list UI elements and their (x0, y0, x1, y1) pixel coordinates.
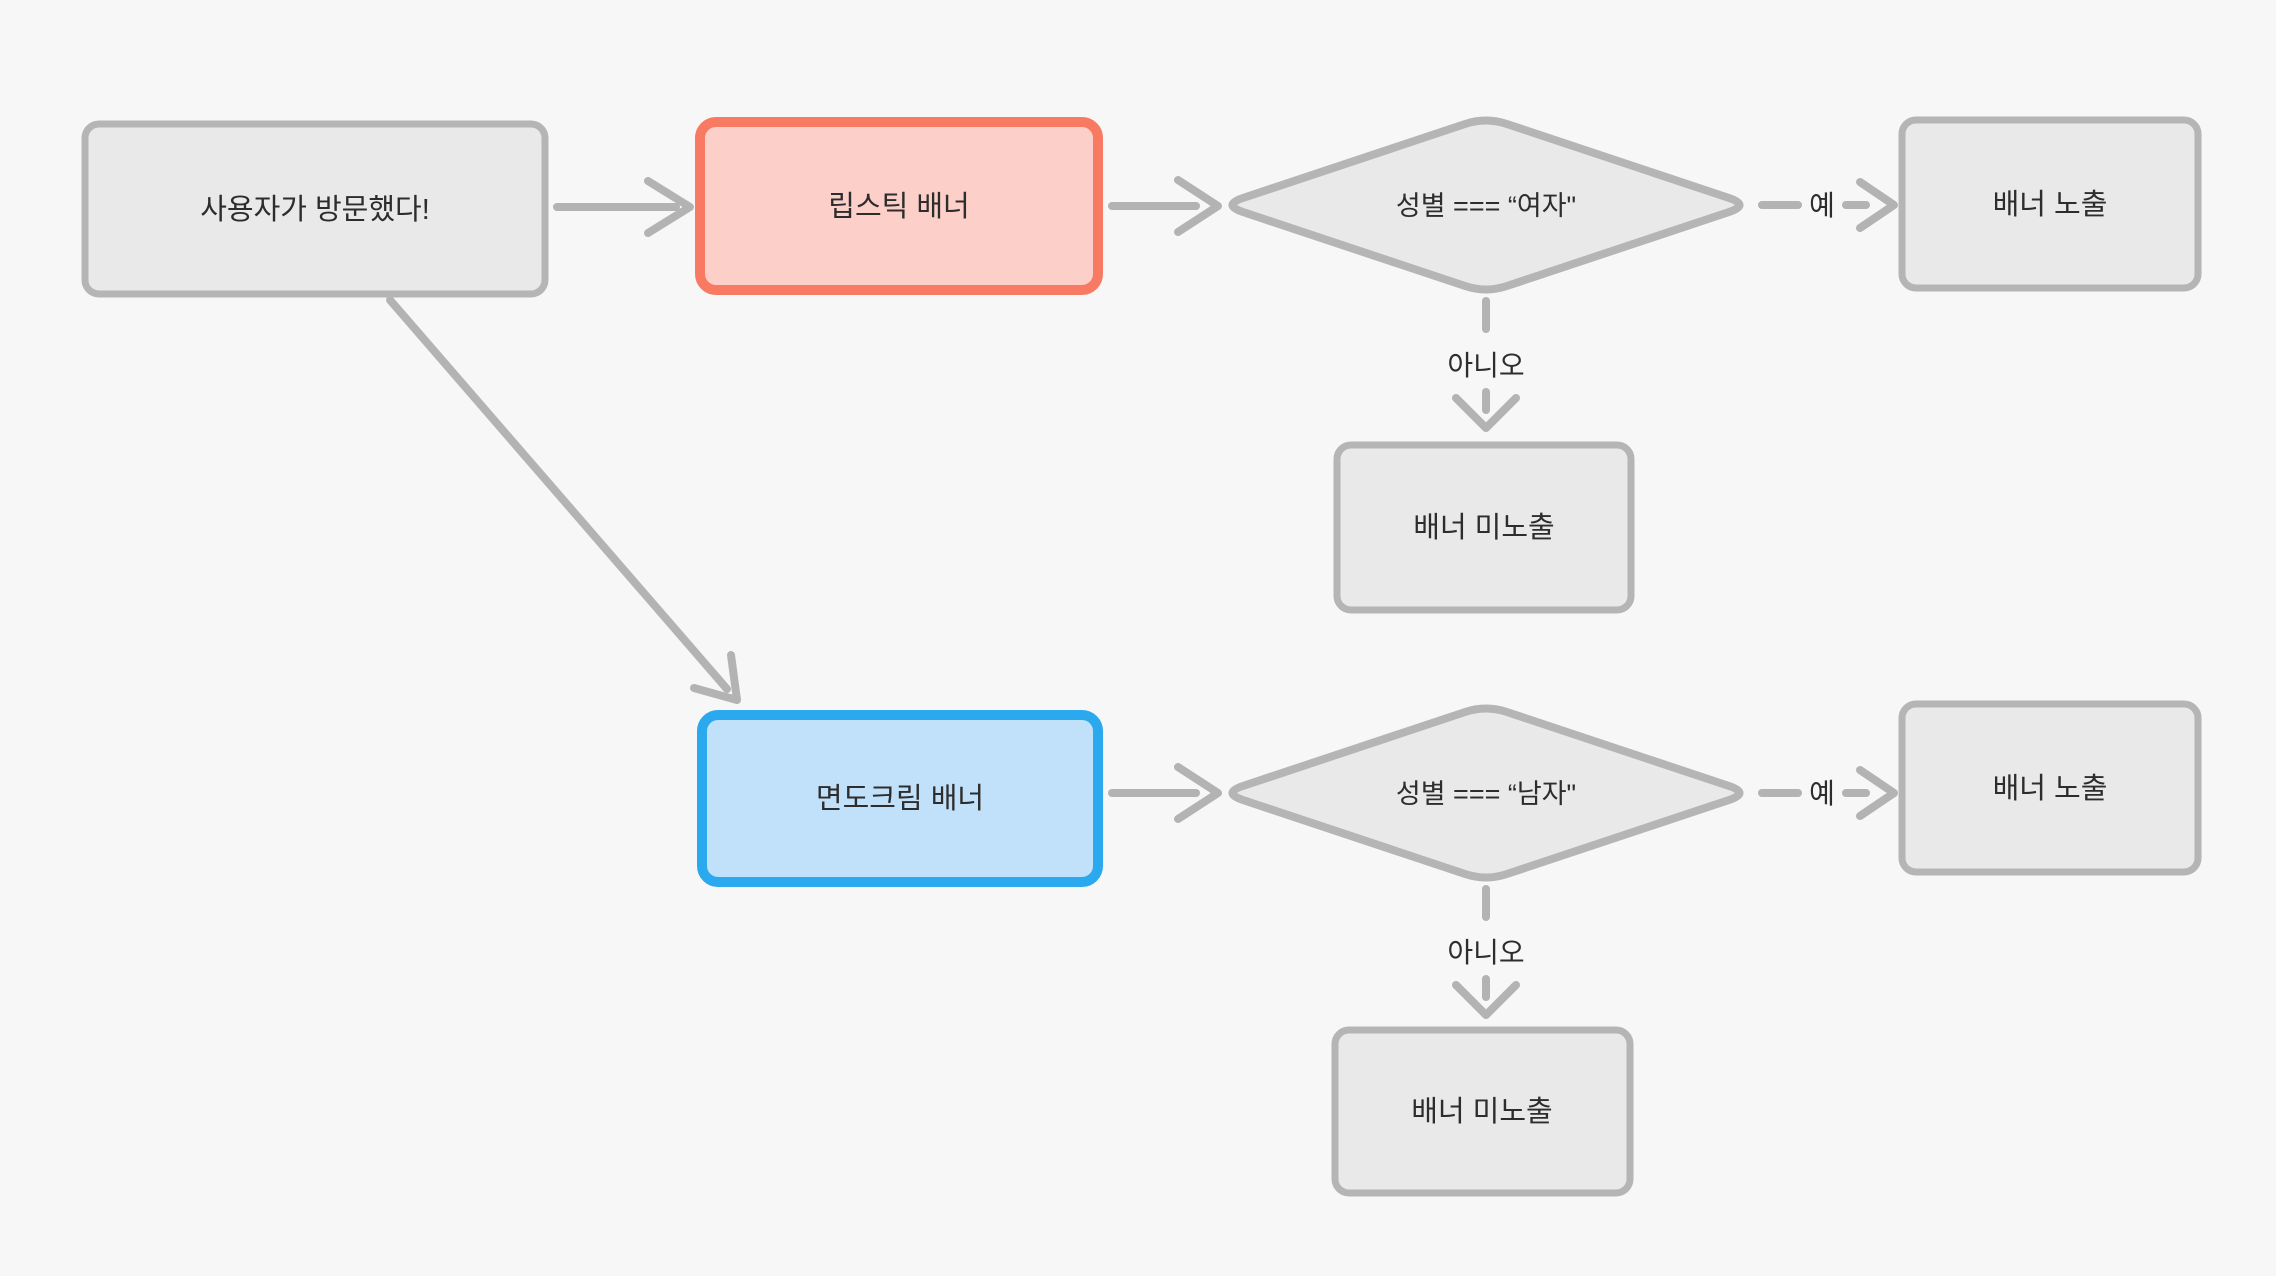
node-banner-shown-female-box[interactable] (1898, 116, 2202, 292)
edge-no-male: 아니오 (1447, 885, 1525, 1019)
node-shaving-cream-banner-label: 면도크림 배너 (816, 782, 984, 815)
node-banner-shown-male-box[interactable] (1898, 700, 2202, 876)
node-cond-female-label: 성별 === “여자" (1396, 191, 1576, 221)
node-start[interactable]: 사용자가 방문했다! (81, 120, 549, 298)
node-lipstick-banner[interactable]: 립스틱 배너 (695, 117, 1103, 295)
arrowhead-icon (1174, 176, 1222, 236)
node-banner-shown-male-label: 배너 노출 (1993, 772, 2108, 805)
arrowhead-icon (1452, 394, 1520, 432)
node-banner-hidden-female-box[interactable] (1333, 441, 1635, 614)
arrowhead-icon (1174, 763, 1222, 823)
node-banner-shown-female-label: 배너 노출 (1993, 188, 2108, 221)
arrowhead-icon (1856, 178, 1898, 232)
node-lipstick-banner-box[interactable] (695, 117, 1103, 295)
arrowhead-icon (1452, 981, 1520, 1019)
node-shaving-cream-banner-box[interactable] (697, 710, 1103, 887)
edge-yes-male: 예 (1758, 766, 1898, 820)
node-cond-female-diamond[interactable] (1228, 116, 1744, 294)
node-cond-female[interactable]: 성별 === “여자" (1228, 116, 1744, 294)
edge-shaving-to-cond-male (1108, 763, 1222, 823)
node-banner-hidden-male-label: 배너 미노출 (1411, 1095, 1552, 1128)
arrowhead-icon (1856, 766, 1898, 820)
edge-start-to-shaving (386, 296, 741, 704)
edge-no-female: 아니오 (1447, 297, 1525, 432)
arrowhead-icon (690, 651, 741, 704)
node-banner-hidden-female[interactable]: 배너 미노출 (1333, 441, 1635, 614)
edge-label-no: 아니오 (1447, 350, 1524, 381)
node-banner-hidden-female-label: 배너 미노출 (1413, 511, 1554, 544)
edge-label-no: 아니오 (1447, 937, 1524, 968)
node-shaving-cream-banner[interactable]: 면도크림 배너 (697, 710, 1103, 887)
edge-lipstick-to-cond-female (1108, 176, 1222, 236)
node-cond-male[interactable]: 성별 === “남자" (1228, 704, 1744, 882)
edge-start-to-lipstick (553, 177, 694, 237)
node-start-label: 사용자가 방문했다! (200, 194, 430, 226)
arrowhead-icon (644, 177, 694, 237)
node-banner-hidden-male-box[interactable] (1331, 1026, 1634, 1197)
edge-label-yes: 예 (1809, 190, 1835, 221)
edge-label-yes: 예 (1809, 778, 1835, 809)
edge-yes-female: 예 (1758, 178, 1898, 232)
node-cond-male-diamond[interactable] (1228, 704, 1744, 882)
node-banner-shown-female[interactable]: 배너 노출 (1898, 116, 2202, 292)
node-cond-male-label: 성별 === “남자" (1396, 779, 1576, 809)
node-lipstick-banner-label: 립스틱 배너 (828, 190, 969, 223)
node-banner-hidden-male[interactable]: 배너 미노출 (1331, 1026, 1634, 1197)
node-start-box[interactable] (81, 120, 549, 298)
edge-line (386, 296, 731, 693)
node-banner-shown-male[interactable]: 배너 노출 (1898, 700, 2202, 876)
